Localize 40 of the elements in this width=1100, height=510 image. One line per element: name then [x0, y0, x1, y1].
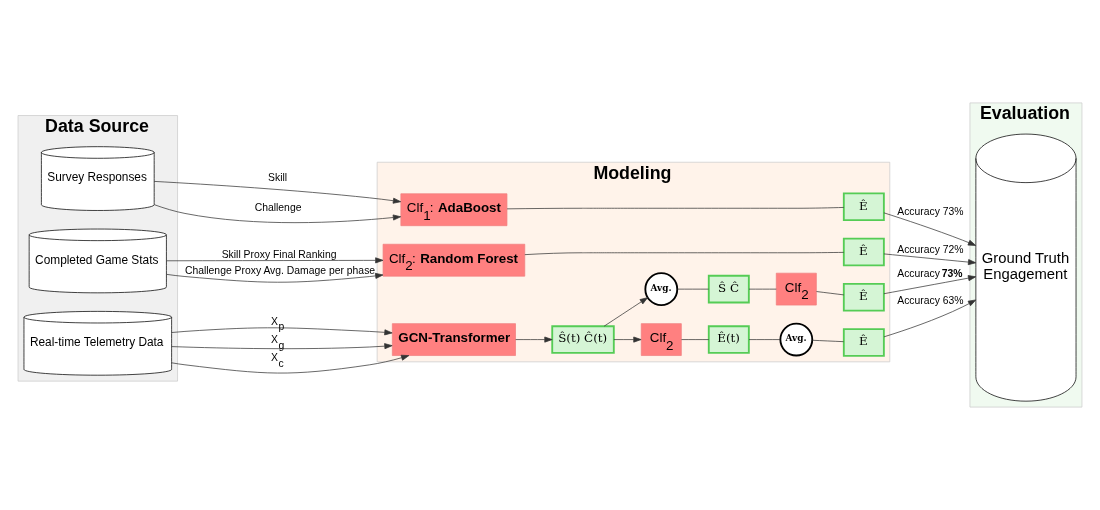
- connector: [677, 288, 709, 290]
- edge-label: Challenge Proxy Avg. Damage per phase: [184, 264, 376, 276]
- edge-label: Accuracy 63%: [897, 295, 964, 307]
- arrow: [171, 343, 393, 350]
- node-box: Ê: [842, 192, 885, 222]
- edge-label: Accuracy 72%: [897, 243, 964, 255]
- connector: [748, 339, 781, 340]
- node-box: Ê: [842, 237, 885, 267]
- arrow: [603, 297, 648, 327]
- edge-label: Accuracy 73%: [897, 267, 963, 279]
- edge-label: Accuracy 73%: [897, 206, 964, 218]
- connector: [812, 339, 844, 343]
- node-box: Ê(t): [707, 325, 750, 354]
- arrow: [515, 336, 553, 343]
- connector: [681, 339, 710, 340]
- arrow: [153, 181, 402, 204]
- node-circle: Avg.: [779, 322, 814, 357]
- node-box: Ŝ(t) Ĉ(t): [551, 325, 615, 354]
- arrow: [883, 253, 977, 266]
- edge-label: Challenge: [254, 201, 302, 213]
- arrow: [166, 257, 384, 264]
- node-box: Ŝ Ĉ: [707, 274, 750, 304]
- connector: [506, 207, 845, 210]
- arrow: [166, 272, 384, 283]
- arrow: [171, 327, 393, 336]
- node-circle: Avg.: [644, 272, 679, 306]
- node-box: Ê: [842, 283, 885, 312]
- connector: [816, 291, 845, 296]
- edge-label: Skill: [268, 171, 288, 183]
- connector: [748, 288, 777, 290]
- connector: [524, 252, 845, 255]
- arrow: [153, 204, 402, 224]
- arrow: [171, 354, 410, 374]
- edge-label: Skill Proxy Final Ranking: [221, 249, 337, 261]
- node-box: GCN-Transformer: [391, 323, 516, 356]
- arrow: [613, 336, 642, 343]
- arrow: [883, 212, 977, 246]
- arrow: [883, 275, 977, 295]
- node-box: Ê: [842, 328, 885, 357]
- arrow: [883, 299, 977, 338]
